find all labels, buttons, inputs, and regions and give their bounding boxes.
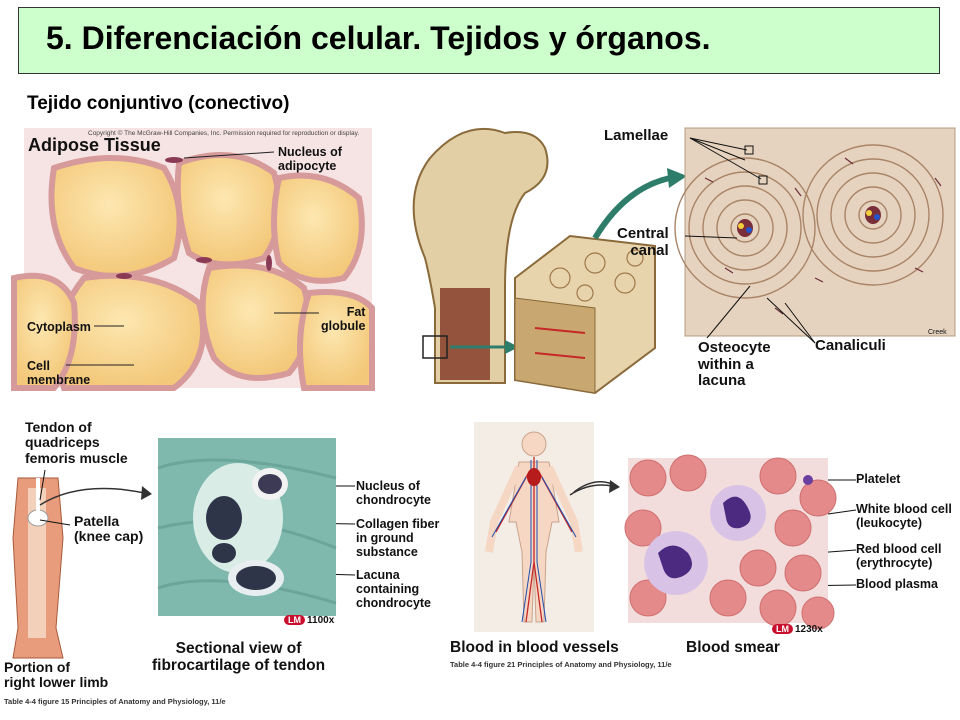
caption-fibrocartilage: Sectional view of fibrocartilage of tend… <box>152 640 326 675</box>
label-central-canal: Central canal <box>617 225 669 259</box>
lm-magnification: 1100x <box>307 615 335 626</box>
label-cell-membrane: Cell membrane <box>27 359 91 387</box>
label-wbc: White blood cell (leukocyte) <box>856 502 952 530</box>
lm-magnification: 1230x <box>795 624 823 635</box>
label-plasma: Blood plasma <box>856 577 938 591</box>
reference-fig21: Table 4-4 figure 21 Principles of Anatom… <box>450 660 672 669</box>
caption-blood-smear: Blood smear <box>686 639 780 656</box>
blood-vessels-figure <box>474 422 613 632</box>
title-banner <box>18 7 940 74</box>
copyright-note: Copyright © The McGraw-Hill Companies, I… <box>88 130 360 137</box>
label-cytoplasm: Cytoplasm <box>27 320 91 334</box>
label-tendon: Tendon of quadriceps femoris muscle <box>25 419 128 466</box>
label-osteocyte: Osteocyte within a lacuna <box>698 339 771 389</box>
adipose-tissue-illustration <box>11 128 375 391</box>
blood-smear-micrograph <box>624 454 837 630</box>
adipose-heading: Adipose Tissue <box>28 135 161 155</box>
lm-badge: LM <box>284 615 305 625</box>
label-rbc: Red blood cell (erythrocyte) <box>856 542 942 570</box>
credit-creek: Creek <box>928 329 947 336</box>
slide-subtitle: Tejido conjuntivo (conectivo) <box>27 93 290 114</box>
label-fat-globule: Fat globule <box>321 305 366 333</box>
bone-tissue-illustration <box>412 127 956 395</box>
label-canaliculi: Canaliculi <box>815 337 886 354</box>
fibrocartilage-micrograph <box>157 438 337 616</box>
caption-blood-vessels: Blood in blood vessels <box>450 639 619 656</box>
leg-illustration <box>12 477 64 659</box>
label-lower-limb: Portion of right lower limb <box>4 659 109 691</box>
label-lacuna: Lacuna containing chondrocyte <box>356 568 432 610</box>
lm-badge: LM <box>772 624 793 634</box>
label-collagen-fiber: Collagen fiber in ground substance <box>356 517 440 559</box>
slide-title: 5. Diferenciación celular. Tejidos y órg… <box>46 20 711 56</box>
label-patella: Patella (knee cap) <box>74 513 144 545</box>
label-lamellae: Lamellae <box>604 127 669 144</box>
label-chondrocyte-nucleus: Nucleus of chondrocyte <box>356 479 432 507</box>
label-adipocyte-nucleus: Nucleus of adipocyte <box>278 145 342 173</box>
label-platelet: Platelet <box>856 472 901 486</box>
reference-fig15: Table 4-4 figure 15 Principles of Anatom… <box>4 697 226 706</box>
